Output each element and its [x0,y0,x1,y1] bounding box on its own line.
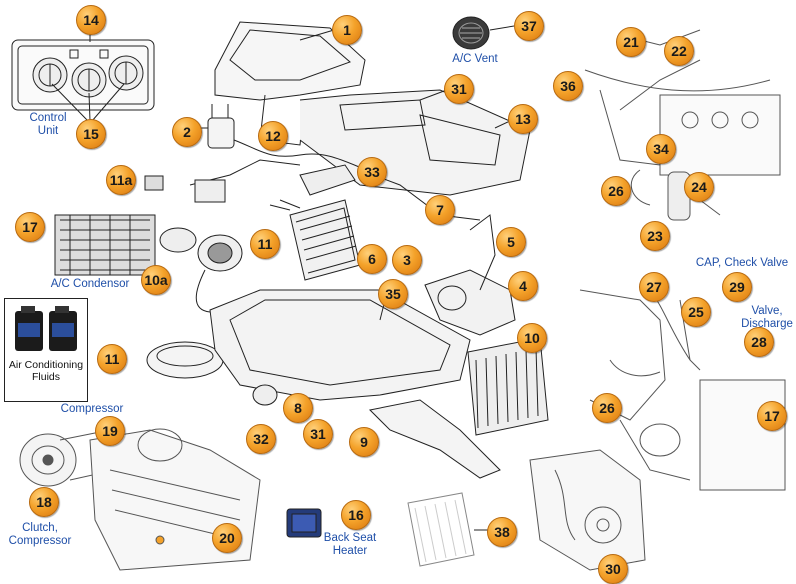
callout-1[interactable]: 1 [332,15,362,45]
callout-19[interactable]: 19 [95,416,125,446]
callout-11-top[interactable]: 11 [250,229,280,259]
callout-8[interactable]: 8 [283,393,313,423]
callout-27[interactable]: 27 [639,272,669,302]
callout-26-top[interactable]: 26 [601,176,631,206]
ac-condensor-label: A/C Condensor [50,278,130,290]
callout-9[interactable]: 9 [349,427,379,457]
callout-22[interactable]: 22 [664,36,694,66]
callout-17-left[interactable]: 17 [15,212,45,242]
cabin-filter-drawing [407,492,488,567]
engine-front-drawing [529,449,646,571]
compressor-label: Compressor [60,403,124,415]
cap-check-valve-label: CAP, Check Valve [695,257,789,269]
back-seat-heater-label: Back Seat Heater [323,532,377,557]
control-unit-label: Control Unit [29,112,67,137]
callout-34[interactable]: 34 [646,134,676,164]
actuator-drawing [424,214,516,336]
ac-fluids-label: Air Conditioning Fluids [8,359,84,383]
callout-38[interactable]: 38 [487,517,517,547]
callout-23[interactable]: 23 [640,221,670,251]
callout-13[interactable]: 13 [508,104,538,134]
callout-30[interactable]: 30 [598,554,628,584]
blower-motor-drawing [146,227,243,379]
callout-14[interactable]: 14 [76,5,106,35]
callout-37[interactable]: 37 [514,11,544,41]
callout-32[interactable]: 32 [246,424,276,454]
compressor-assembly-drawing [579,289,786,491]
callout-31-top[interactable]: 31 [444,74,474,104]
callout-18[interactable]: 18 [29,487,59,517]
callout-20[interactable]: 20 [212,523,242,553]
callout-33[interactable]: 33 [357,157,387,187]
lower-housing-drawing [209,289,471,406]
callout-6[interactable]: 6 [357,244,387,274]
callout-10a[interactable]: 10a [141,265,171,295]
callout-15[interactable]: 15 [76,119,106,149]
ac-fluids-box[interactable]: Air Conditioning Fluids [4,298,88,402]
condenser-drawing [54,214,156,276]
callout-11a[interactable]: 11a [106,165,136,195]
callout-5[interactable]: 5 [496,227,526,257]
evaporator-drawing [467,337,549,436]
seat-heater-drawing [286,508,322,538]
callout-31-bottom[interactable]: 31 [303,419,333,449]
callout-4[interactable]: 4 [508,271,538,301]
callout-17-right[interactable]: 17 [757,401,787,431]
ac-vent-label: A/C Vent [452,53,498,65]
ac-vent-drawing [452,16,515,50]
callout-24[interactable]: 24 [684,172,714,202]
callout-35[interactable]: 35 [378,279,408,309]
fluid-bottles-image [15,306,77,351]
callout-29[interactable]: 29 [722,272,752,302]
callout-12[interactable]: 12 [258,121,288,151]
callout-3[interactable]: 3 [392,245,422,275]
callout-7[interactable]: 7 [425,195,455,225]
callout-16[interactable]: 16 [341,500,371,530]
callout-25[interactable]: 25 [681,297,711,327]
control-unit-drawing [11,28,155,122]
callout-11-bottom[interactable]: 11 [97,344,127,374]
duct-drawing [368,399,501,479]
callout-36[interactable]: 36 [553,71,583,101]
callout-21[interactable]: 21 [616,27,646,57]
callout-28[interactable]: 28 [744,327,774,357]
callout-26-bottom[interactable]: 26 [592,393,622,423]
heater-core-drawing [269,199,361,281]
valve-discharge-label: Valve, Discharge [741,305,793,330]
clutch-compressor-label: Clutch, Compressor [8,522,72,547]
callout-2[interactable]: 2 [172,117,202,147]
callout-10[interactable]: 10 [517,323,547,353]
